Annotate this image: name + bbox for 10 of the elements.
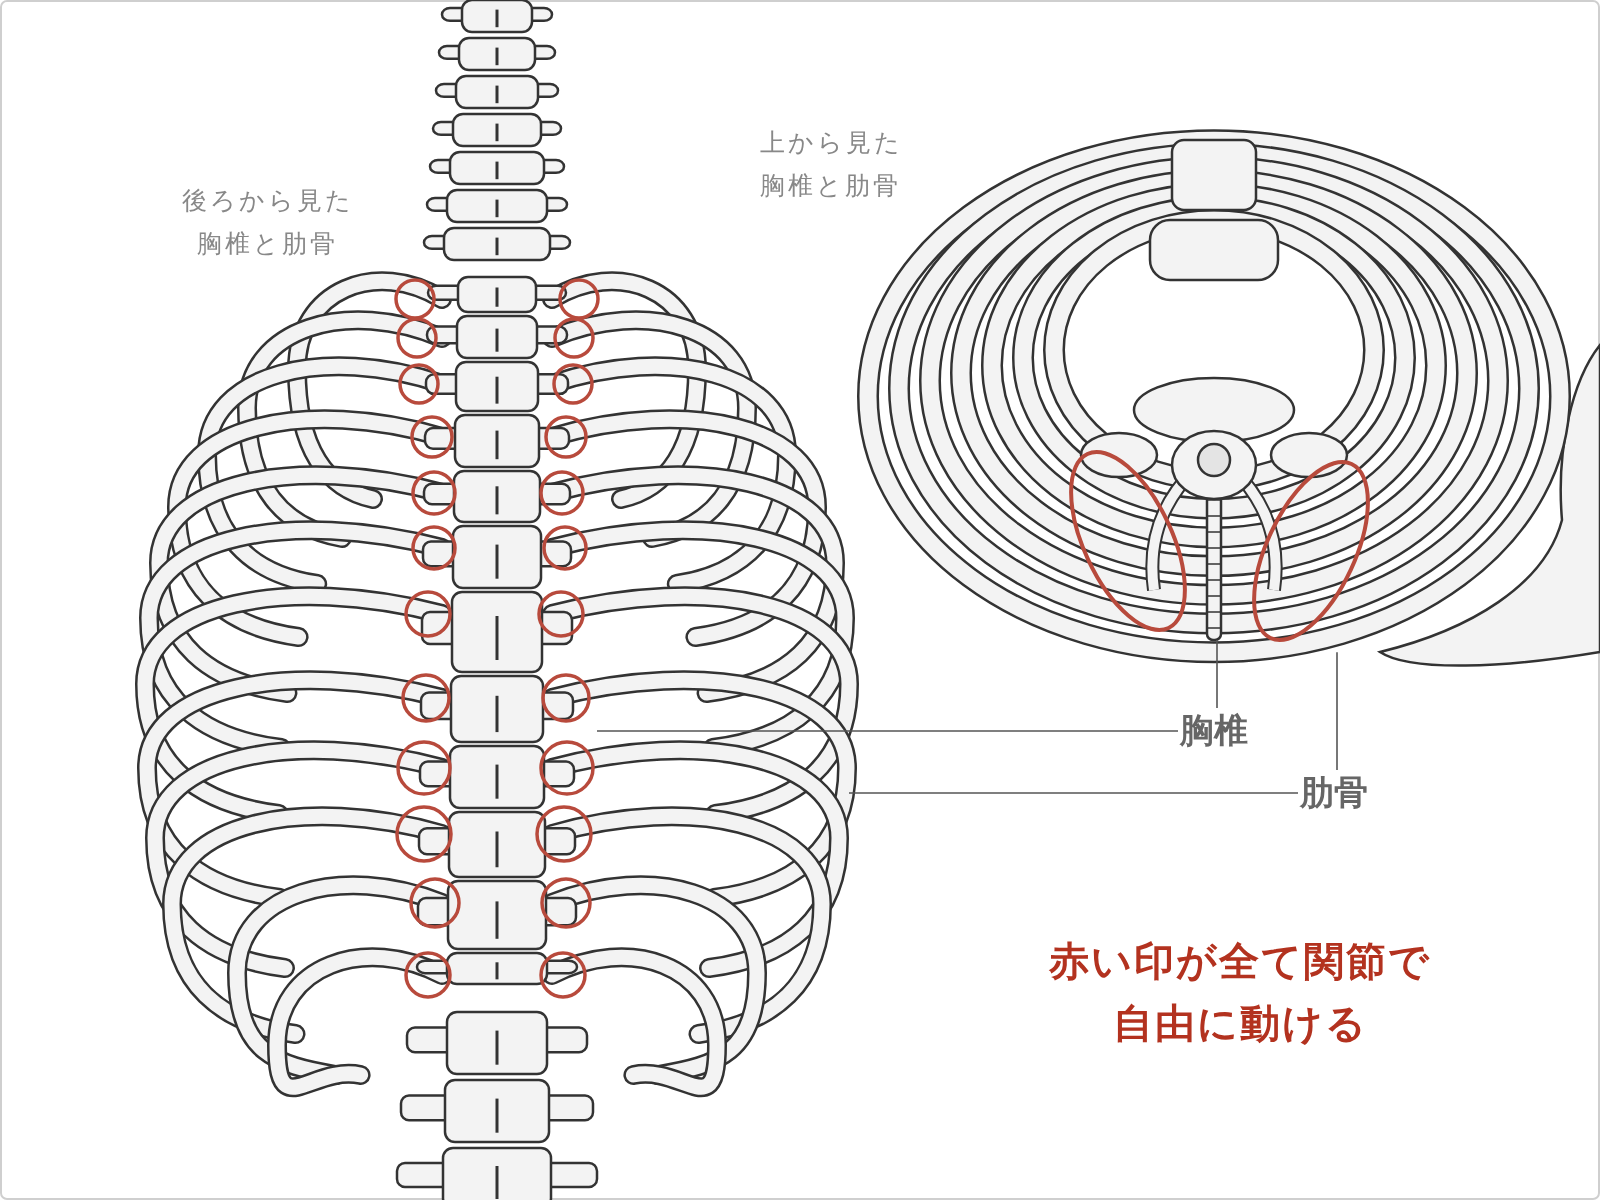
leader-line bbox=[1216, 639, 1218, 709]
caption: 上から見た胸椎と肋骨 bbox=[760, 127, 904, 202]
vertebra-drawing bbox=[1079, 376, 1349, 642]
rib-cage-drawing bbox=[135, 271, 859, 1098]
caption: 後ろから見た胸椎と肋骨 bbox=[180, 185, 355, 260]
leader-line bbox=[596, 730, 1179, 732]
note-text: 赤い印が全て関節で自由に動ける bbox=[1048, 937, 1432, 1048]
spine-drawing bbox=[395, 0, 599, 1200]
leader-line bbox=[848, 792, 1299, 794]
leader-line bbox=[1336, 651, 1338, 771]
